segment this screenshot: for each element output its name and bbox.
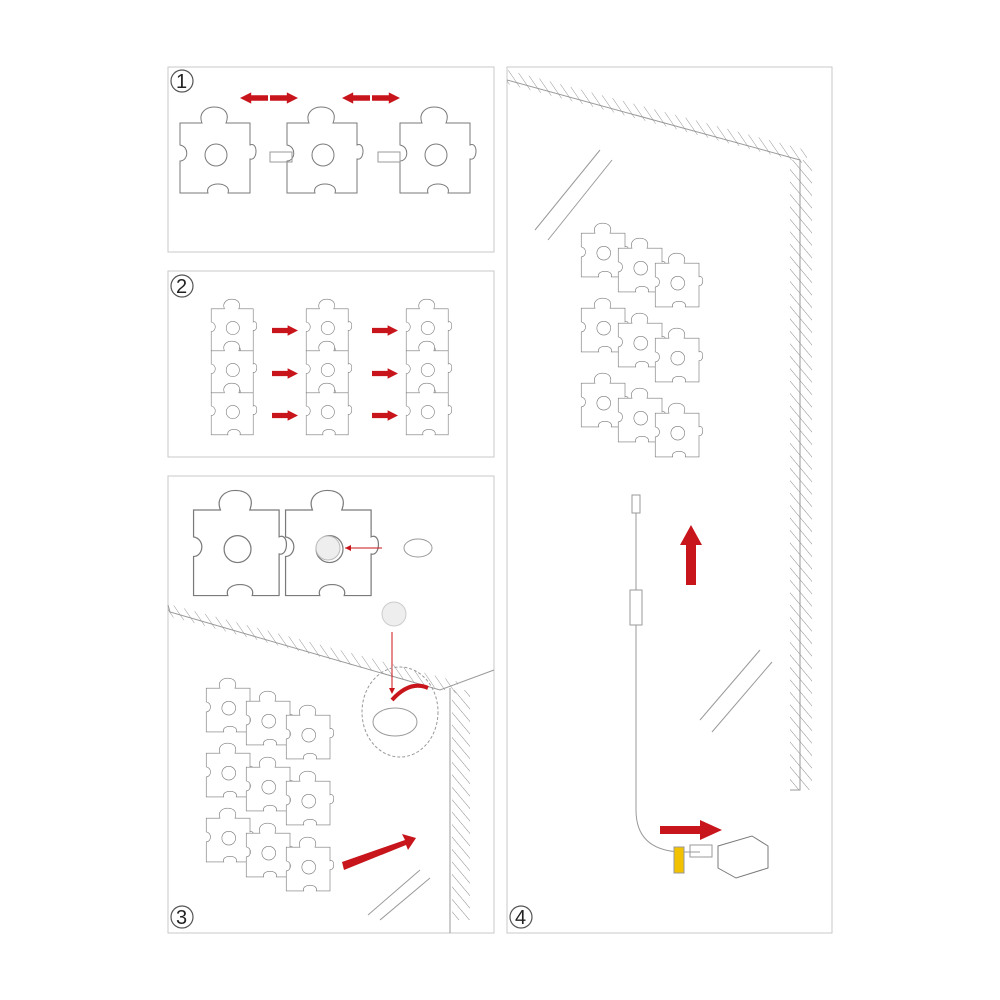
step-2-panel: 2 (167, 270, 495, 458)
wall-hatching (507, 69, 807, 165)
puzzle-column (405, 298, 453, 436)
puzzle-column (305, 298, 353, 436)
step-number: 4 (515, 907, 526, 929)
puzzle-column (210, 298, 258, 436)
usb-cable (629, 494, 713, 874)
wall-hatching (168, 604, 458, 694)
arrow-up-icon (680, 525, 702, 585)
step-number-badge (170, 69, 194, 93)
step-number: 3 (176, 907, 187, 929)
step-number: 2 (176, 276, 187, 298)
wall-hatching (790, 160, 812, 790)
puzzle-wall-assembly (580, 222, 704, 458)
step-4-panel: 4 (506, 66, 833, 934)
usb-plug-label (673, 846, 685, 874)
adhesive-pad-icon (403, 538, 433, 558)
adhesive-pad-icon (315, 535, 341, 561)
detail-callout (361, 666, 439, 758)
usb-power-adapter (717, 835, 769, 879)
step-number: 1 (176, 71, 187, 93)
peel-arrow-icon (390, 683, 429, 702)
step-number-badge (170, 905, 194, 929)
arrow-right-icon (660, 820, 722, 840)
connector-icon (269, 151, 293, 163)
arrow-push-icon (342, 834, 416, 870)
step-1-panel: 1 (167, 66, 495, 253)
step-number-badge (509, 905, 533, 929)
adhesive-pad-icon (381, 601, 407, 627)
step-number-badge (170, 274, 194, 298)
connector-icon (377, 151, 401, 163)
step-3-panel: 3 (167, 475, 495, 934)
wall-hatching (452, 690, 470, 920)
